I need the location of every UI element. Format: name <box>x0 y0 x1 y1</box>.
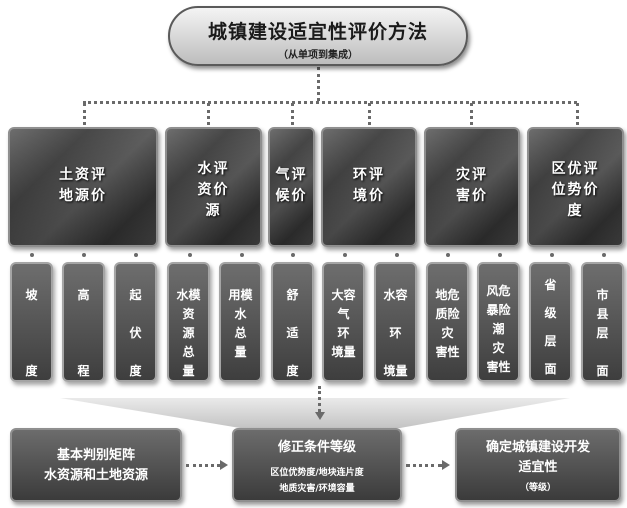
category-water-resource: 水评 资价 源 <box>165 127 262 247</box>
indicator-elevation: 高 程 <box>62 262 105 382</box>
connector-dot <box>134 253 138 257</box>
connector-funnel-down <box>318 386 321 412</box>
category-label: 土资评 地源价 <box>59 167 107 204</box>
indicator-label: 舒 适 度 <box>286 288 299 378</box>
diagram-subtitle: （从单项到集成） <box>278 50 358 61</box>
correction-title: 修正条件等级 <box>277 440 356 455</box>
arrow-down-icon <box>315 412 325 420</box>
indicator-label: 坡 度 <box>25 288 38 378</box>
category-label: 气评 候价 <box>275 167 308 204</box>
result-line2: 适宜性 <box>518 460 558 475</box>
category-label: 灾评 害价 <box>456 167 488 204</box>
indicator-label: 大容 气 环 境量 <box>331 288 356 359</box>
indicator-label: 用模 水 总 量 <box>228 288 253 359</box>
indicator-label: 起 伏 度 <box>129 288 142 378</box>
connector-middle-right <box>406 464 442 467</box>
connector-dot <box>30 253 34 257</box>
category-label: 水评 资价 源 <box>197 161 230 219</box>
base-matrix-line1: 基本判别矩阵 <box>56 448 135 463</box>
connector-drop-2 <box>207 103 210 125</box>
indicator-county-level: 市 县 层 面 <box>581 262 624 382</box>
indicator-slope: 坡 度 <box>10 262 53 382</box>
connector-dot <box>550 253 554 257</box>
indicator-comfort: 舒 适 度 <box>271 262 314 382</box>
indicator-province-level: 省 级 层 面 <box>529 262 572 382</box>
connector-drop-3 <box>291 103 294 125</box>
connector-dot <box>82 253 86 257</box>
indicator-geo-hazard: 地危 质险 灾 害性 <box>426 262 469 382</box>
category-environment: 环评 境价 <box>321 127 417 247</box>
suitability-result-box: 确定城镇建设开发 适宜性 （等级） <box>455 428 621 502</box>
category-location-advantage: 区优评 位势价 度 <box>527 127 624 247</box>
connector-dot <box>602 253 606 257</box>
arrow-right-icon <box>442 460 450 470</box>
indicator-air-capacity: 大容 气 环 境量 <box>322 262 365 382</box>
base-matrix-line2: 水资源和土地资源 <box>43 468 148 483</box>
connector-drop-5 <box>470 103 473 125</box>
category-land-resource: 土资评 地源价 <box>8 127 158 247</box>
category-label: 环评 境价 <box>353 167 385 204</box>
connector-dot <box>395 253 399 257</box>
connector-drop-4 <box>368 103 371 125</box>
connector-drop-1 <box>83 103 86 125</box>
connector-dot <box>240 253 244 257</box>
correction-sub2: 地质灾害/环境容量 <box>279 484 355 494</box>
category-label: 区优评 位势价 度 <box>551 161 600 219</box>
correction-conditions-box: 修正条件等级 区位优势度/地块连片度 地质灾害/环境容量 <box>232 428 402 502</box>
indicator-label: 省 级 层 面 <box>544 278 557 376</box>
connector-top-bus <box>83 101 577 104</box>
indicator-label: 水容 环 境量 <box>383 288 408 378</box>
indicator-relief: 起 伏 度 <box>114 262 157 382</box>
connector-dot <box>498 253 502 257</box>
correction-sub1: 区位优势度/地块连片度 <box>270 468 364 478</box>
connector-dot <box>291 253 295 257</box>
connector-dot <box>188 253 192 257</box>
arrow-right-icon <box>220 460 228 470</box>
diagram-title: 城镇建设适宜性评价方法 <box>207 21 428 43</box>
indicator-water-use-total: 用模 水 总 量 <box>219 262 262 382</box>
result-line1: 确定城镇建设开发 <box>485 440 590 455</box>
base-matrix-box: 基本判别矩阵 水资源和土地资源 <box>10 428 182 502</box>
connector-title-down <box>317 67 320 101</box>
connector-drop-6 <box>576 103 579 125</box>
result-sub: （等级） <box>519 483 556 493</box>
category-climate: 气评 候价 <box>268 127 315 247</box>
category-disaster: 灾评 害价 <box>424 127 520 247</box>
indicator-label: 市 县 层 面 <box>596 288 609 378</box>
connector-dot <box>343 253 347 257</box>
indicator-label: 地危 质险 灾 害性 <box>435 288 460 359</box>
indicator-water-resource-total: 水模 资 源 总 量 <box>167 262 210 382</box>
indicator-water-env-capacity: 水容 环 境量 <box>374 262 417 382</box>
indicator-label: 高 程 <box>77 288 90 378</box>
title-box: 城镇建设适宜性评价方法 （从单项到集成） <box>168 6 468 66</box>
indicator-label: 水模 资 源 总 量 <box>176 288 201 378</box>
connector-left-middle <box>186 464 220 467</box>
indicator-label: 风危 暴险 潮 灾 害性 <box>486 284 511 374</box>
connector-dot <box>446 253 450 257</box>
indicator-storm-surge: 风危 暴险 潮 灾 害性 <box>477 262 520 382</box>
